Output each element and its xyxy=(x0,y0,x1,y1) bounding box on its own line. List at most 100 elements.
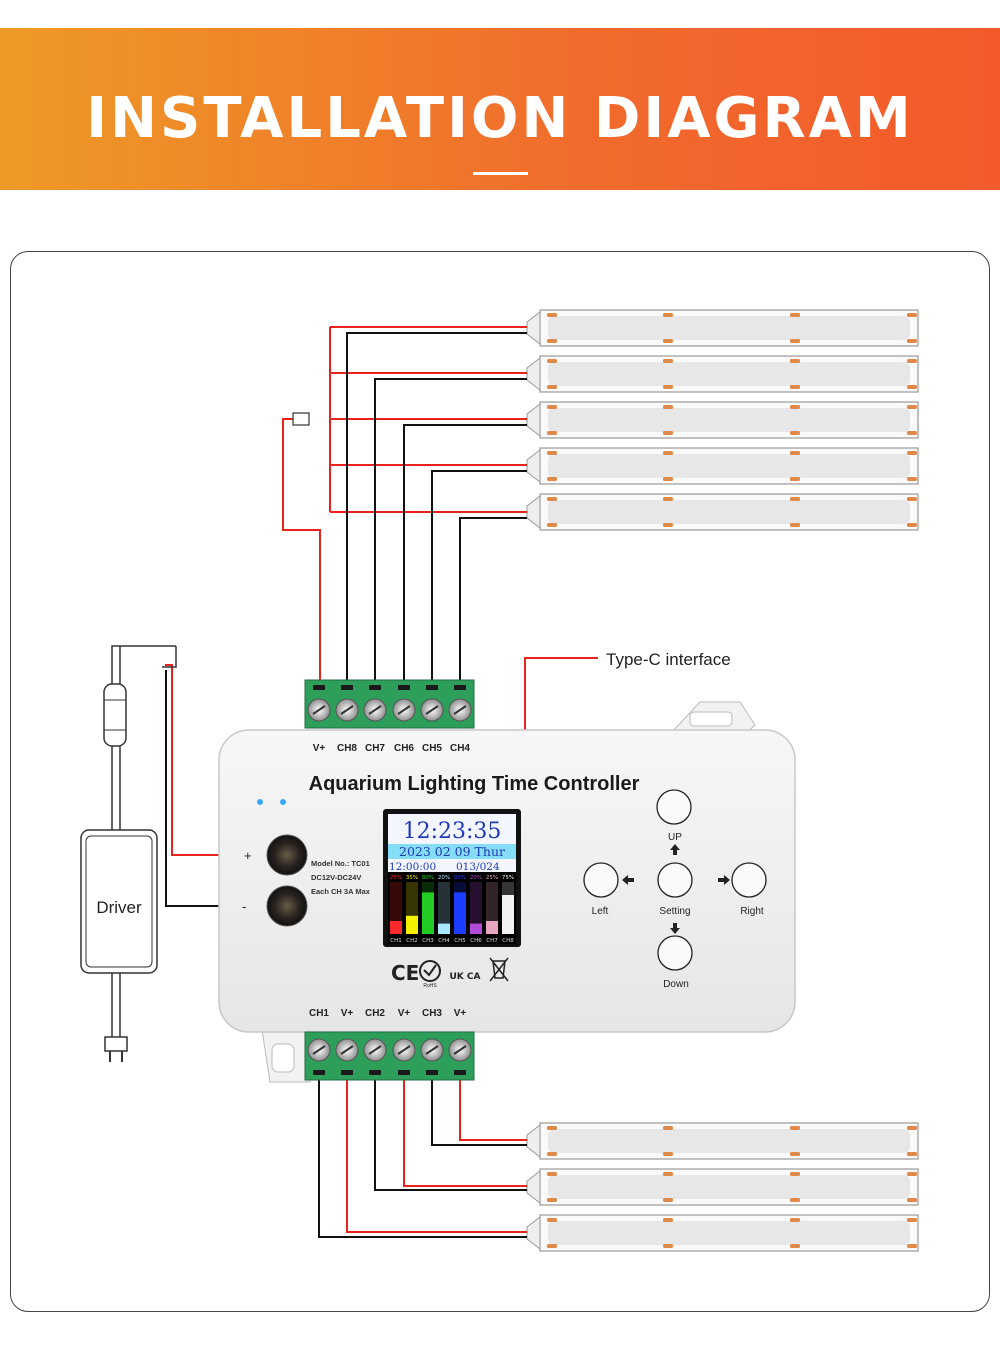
lcd-channel-6: 20%CH6 xyxy=(470,875,482,944)
page-title: INSTALLATION DIAGRAM xyxy=(86,86,914,151)
voltage-label: DC12V-DC24V xyxy=(311,873,361,882)
lcd-channel-percent: 75% xyxy=(502,875,514,881)
up-label: UP xyxy=(668,832,682,843)
lcd-channel-8: 75% CH8 xyxy=(502,875,514,944)
led-strip xyxy=(526,401,919,439)
model-label: Model No.: TC01 xyxy=(311,859,370,868)
led-strips xyxy=(526,309,919,1252)
certifications: CE RoHS UK CA xyxy=(391,957,509,989)
terminal-label: CH3 xyxy=(422,1008,442,1019)
lcd-channel-level xyxy=(406,915,418,934)
up-button[interactable] xyxy=(656,789,692,825)
right-arrow-icon xyxy=(718,875,730,885)
lcd-channel-percent: 20% xyxy=(470,875,482,881)
bottom-wiring xyxy=(318,1078,527,1238)
lcd-channel-1: 25%CH1 xyxy=(390,875,402,944)
ukca-mark: UK CA xyxy=(450,972,481,982)
terminal-label: CH1 xyxy=(309,1008,329,1019)
up-arrow-icon xyxy=(670,844,680,855)
typec-label: Type-C interface xyxy=(606,650,731,669)
terminal-label: CH8 xyxy=(337,743,357,754)
lcd-channel-label: CH8 xyxy=(502,938,514,944)
terminal-label: CH2 xyxy=(365,1008,385,1019)
lcd-schedule-step: 013/024 xyxy=(456,861,500,873)
lcd-channel-label: CH3 xyxy=(422,938,434,944)
lcd-channel-label: CH5 xyxy=(454,938,466,944)
current-label: Each CH 3A Max xyxy=(311,887,371,896)
led-strip xyxy=(526,355,919,393)
terminal-label: CH5 xyxy=(422,743,442,754)
lcd-channel-level xyxy=(502,895,514,934)
power-plus-label: + xyxy=(244,848,252,863)
left-button[interactable] xyxy=(583,862,619,898)
diagram-panel xyxy=(10,251,990,1312)
lcd-channel-level xyxy=(438,923,450,934)
lcd-channel-4: 20% CH4 xyxy=(438,875,450,944)
down-arrow-icon xyxy=(670,923,680,934)
setting-button[interactable] xyxy=(657,862,693,898)
ce-mark: CE xyxy=(391,961,419,985)
wire-connector xyxy=(292,412,310,426)
right-button[interactable] xyxy=(731,862,767,898)
down-label: Down xyxy=(663,979,689,990)
bottom-terminal-block: CH1 V+ CH2 V+ CH3 V+ xyxy=(304,1008,475,1081)
led-strip xyxy=(526,1214,919,1252)
driver-label: Driver xyxy=(96,898,142,917)
power-supply: Driver xyxy=(80,645,220,1062)
lcd-channel-5: 80% CH5 xyxy=(454,875,466,944)
led-strip xyxy=(526,447,919,485)
controller-title: Aquarium Lighting Time Controller xyxy=(309,773,640,795)
lcd-channel-label: CH4 xyxy=(438,938,450,944)
lcd-channel-label: CH2 xyxy=(406,938,417,944)
lcd-channel-3: 80% CH3 xyxy=(422,875,434,944)
lcd-time: 12:23:35 xyxy=(403,819,502,844)
power-input-minus xyxy=(266,885,308,927)
led-strip xyxy=(526,493,919,531)
lcd-channel-level xyxy=(486,921,498,934)
power-minus-label: - xyxy=(242,899,246,914)
lcd-schedule-time: 12:00:00 xyxy=(389,861,436,873)
status-led xyxy=(280,799,286,805)
lcd-channel-7: 25% CH7 xyxy=(486,875,498,944)
led-strip xyxy=(526,309,919,347)
control-buttons: UP Left Setting Right Down xyxy=(583,789,767,990)
lcd-channel-percent: 80% xyxy=(454,875,466,881)
rohs-mark: RoHS xyxy=(423,983,437,989)
lcd-channel-percent: 25% xyxy=(486,875,498,881)
power-input-plus xyxy=(266,834,308,876)
top-wiring xyxy=(282,326,527,680)
lcd-channel-level xyxy=(390,921,402,934)
title-underline xyxy=(473,172,528,175)
weee-icon xyxy=(489,957,509,982)
led-strip xyxy=(526,1122,919,1160)
lcd-channel-label: CH7 xyxy=(486,938,498,944)
typec-callout-line xyxy=(524,657,598,732)
lcd-channel-level xyxy=(422,892,434,934)
down-button[interactable] xyxy=(657,935,693,971)
led-strip xyxy=(526,1168,919,1206)
lcd-date: 2023 02 09 Thur xyxy=(399,844,505,859)
lcd-channel-percent: 80% xyxy=(422,875,434,881)
terminal-label: V+ xyxy=(454,1008,467,1019)
terminal-label: CH4 xyxy=(450,743,470,754)
right-label: Right xyxy=(740,906,764,917)
lcd-channel-percent: 25% xyxy=(390,875,402,881)
status-led xyxy=(257,799,263,805)
lcd-channel-bars: 25%CH1 35% CH2 80% CH3 20% CH4 80% CH5 20%CH6 25% C… xyxy=(390,875,514,944)
left-arrow-icon xyxy=(622,875,634,885)
header-banner: INSTALLATION DIAGRAM xyxy=(0,28,1000,190)
terminal-label: CH6 xyxy=(394,743,414,754)
terminal-label: V+ xyxy=(398,1008,411,1019)
controller: Aquarium Lighting Time Controller + - Mo… xyxy=(218,701,796,1083)
terminal-label: V+ xyxy=(341,1008,354,1019)
lcd-channel-percent: 35% xyxy=(406,875,418,881)
lcd-channel-2: 35% CH2 xyxy=(406,875,418,944)
lcd-channel-percent: 20% xyxy=(438,875,450,881)
terminal-label: V+ xyxy=(313,743,326,754)
left-label: Left xyxy=(592,906,609,917)
lcd-channel-level xyxy=(470,923,482,934)
lcd-channel-level xyxy=(454,892,466,934)
setting-label: Setting xyxy=(659,906,690,917)
